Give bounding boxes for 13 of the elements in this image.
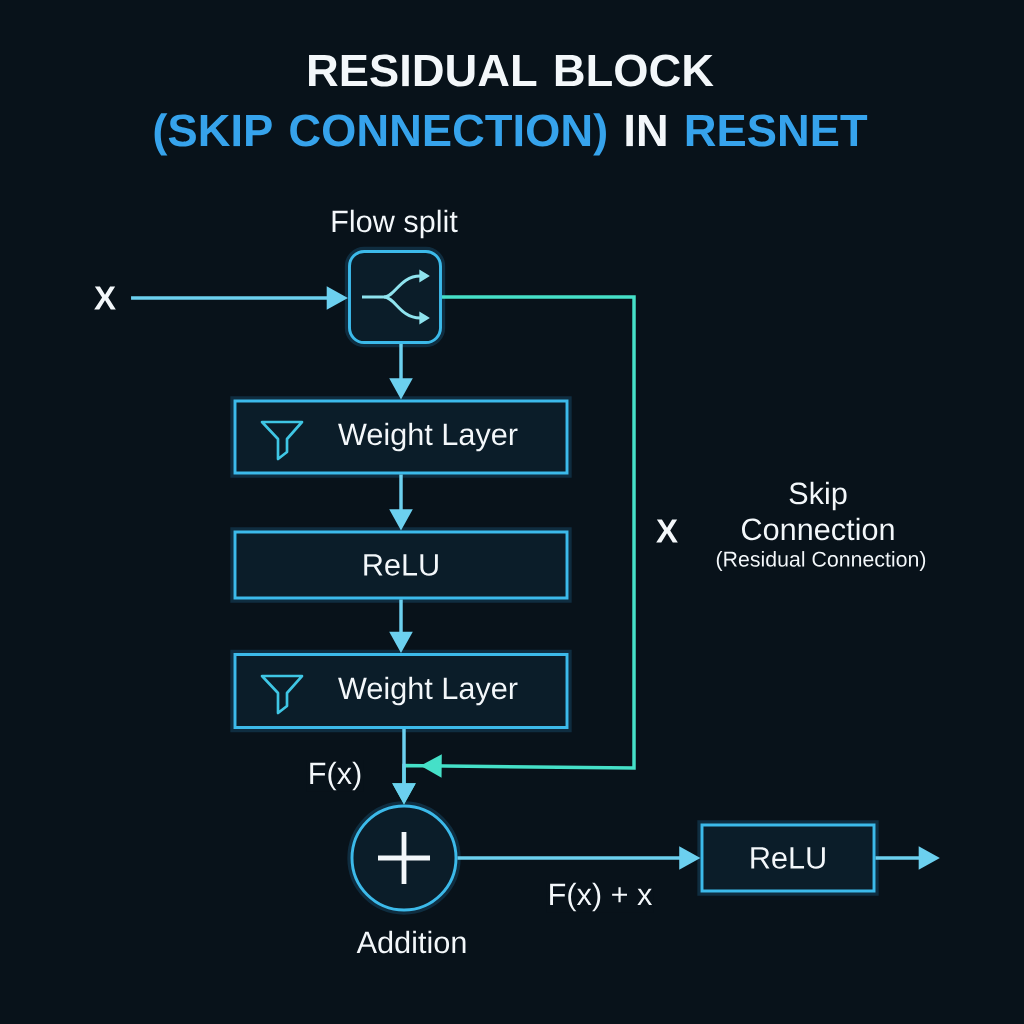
process-box: ReLU — [230, 527, 572, 603]
edge-label: F(x) — [306, 760, 364, 792]
edge-label: X — [654, 518, 680, 544]
annotation-text: Skip Connection — [742, 481, 894, 541]
process-box: Weight Layer — [230, 649, 572, 733]
title: RESIDUAL BLOCK (SKIP CONNECTION) IN RESNET — [154, 54, 868, 156]
node-caption: Addition — [356, 930, 466, 954]
process-box: Weight Layer — [230, 396, 572, 478]
input-label: X — [94, 286, 116, 310]
process-box: ReLU — [697, 820, 879, 896]
edge-label: F(x) + x — [546, 881, 654, 913]
annotation-text: (Residual Connection) — [716, 551, 926, 571]
box-heading: Flow split — [332, 209, 458, 239]
